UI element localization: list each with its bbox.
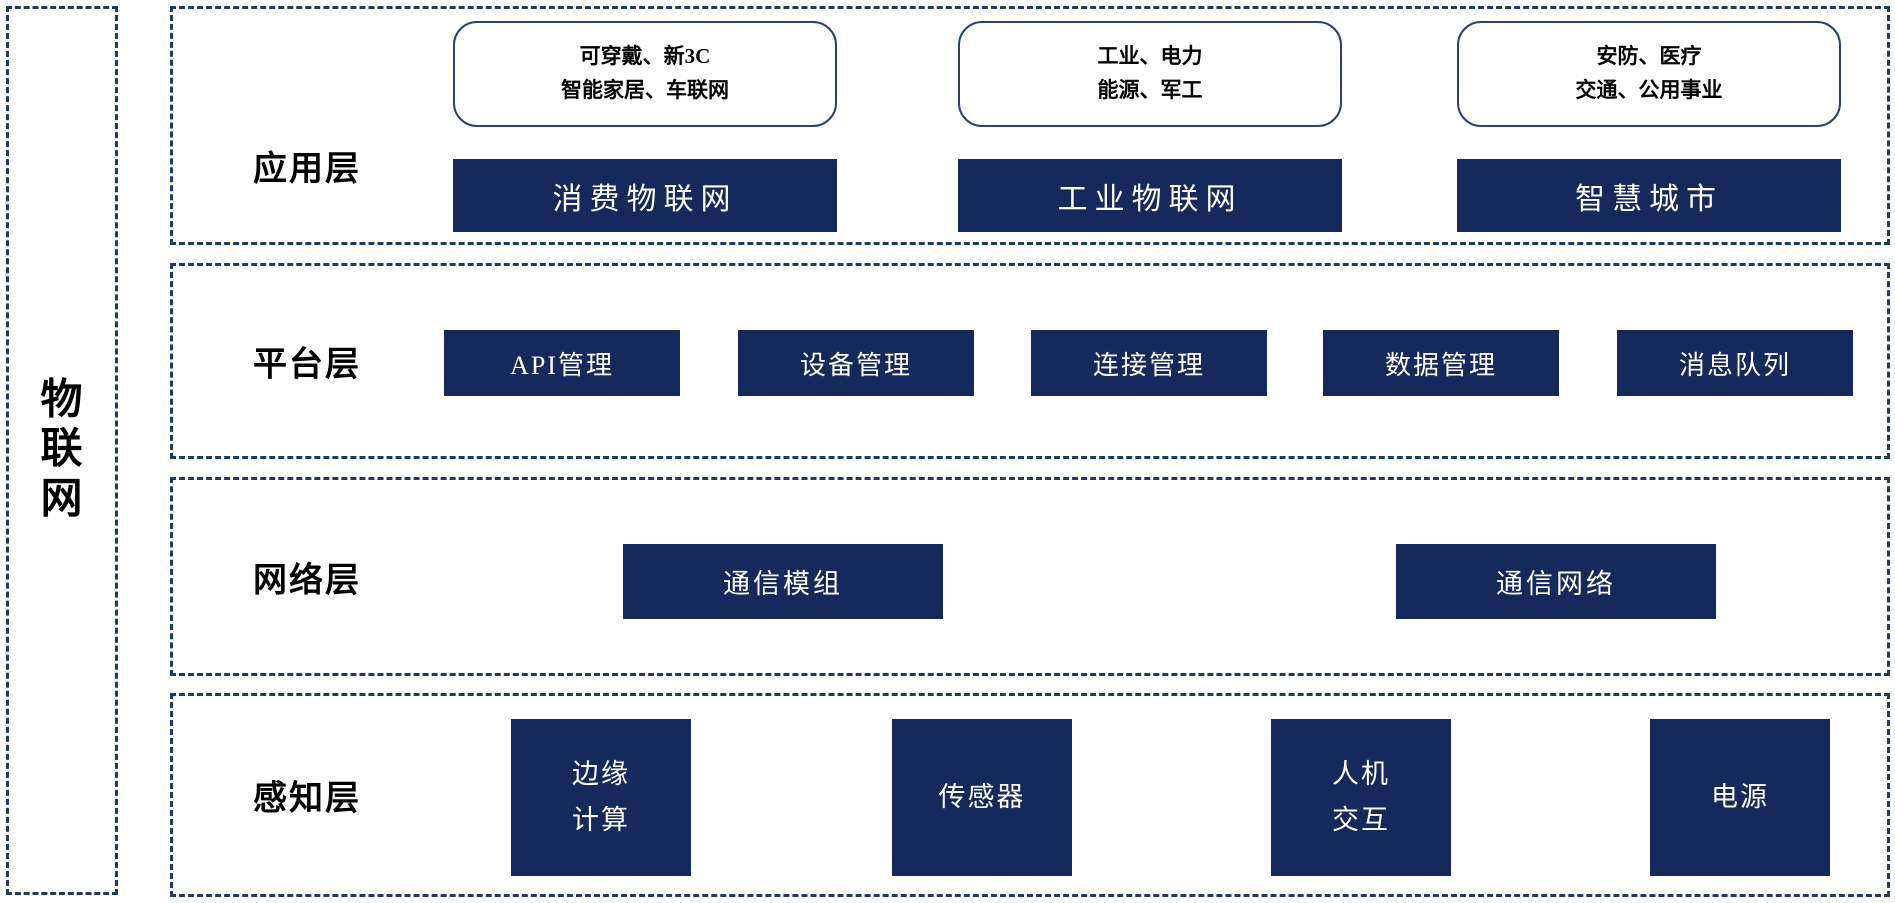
block-edge-computing: 边缘 计算	[511, 719, 691, 876]
category-note-smart-city: 安防、医疗 交通、公用事业	[1457, 21, 1841, 127]
block-human-machine-interaction: 人机 交互	[1271, 719, 1451, 876]
root-label: 物 联 网	[40, 377, 84, 523]
block-power-supply: 电源	[1650, 719, 1830, 876]
layer-label-network: 网络层	[253, 562, 361, 599]
layer-section-application: 应用层 可穿戴、新3C 智能家居、车联网 工业、电力 能源、军工 安防、医疗 交…	[170, 6, 1890, 245]
category-note-consumer-iot: 可穿戴、新3C 智能家居、车联网	[453, 21, 837, 127]
block-sensor: 传感器	[892, 719, 1072, 876]
layer-label-perception: 感知层	[253, 780, 361, 818]
block-data-management: 数据管理	[1323, 330, 1559, 396]
layer-label-platform: 平台层	[253, 346, 361, 384]
block-connection-management: 连接管理	[1031, 330, 1267, 396]
category-note-industrial-iot: 工业、电力 能源、军工	[958, 21, 1342, 127]
block-message-queue: 消息队列	[1617, 330, 1853, 396]
layer-label-application: 应用层	[253, 151, 361, 188]
block-consumer-iot: 消费物联网	[453, 159, 837, 232]
layer-section-platform: 平台层 API管理 设备管理 连接管理 数据管理 消息队列	[170, 263, 1890, 459]
block-communication-module: 通信模组	[623, 544, 943, 619]
block-communication-network: 通信网络	[1396, 544, 1716, 619]
layer-section-network: 网络层 通信模组 通信网络	[170, 477, 1890, 676]
block-api-management: API管理	[444, 330, 680, 396]
block-smart-city: 智慧城市	[1457, 159, 1841, 232]
root-label-box: 物 联 网	[6, 6, 118, 895]
block-industrial-iot: 工业物联网	[958, 159, 1342, 232]
block-device-management: 设备管理	[738, 330, 974, 396]
layer-section-perception: 感知层 边缘 计算 传感器 人机 交互 电源	[170, 693, 1890, 897]
